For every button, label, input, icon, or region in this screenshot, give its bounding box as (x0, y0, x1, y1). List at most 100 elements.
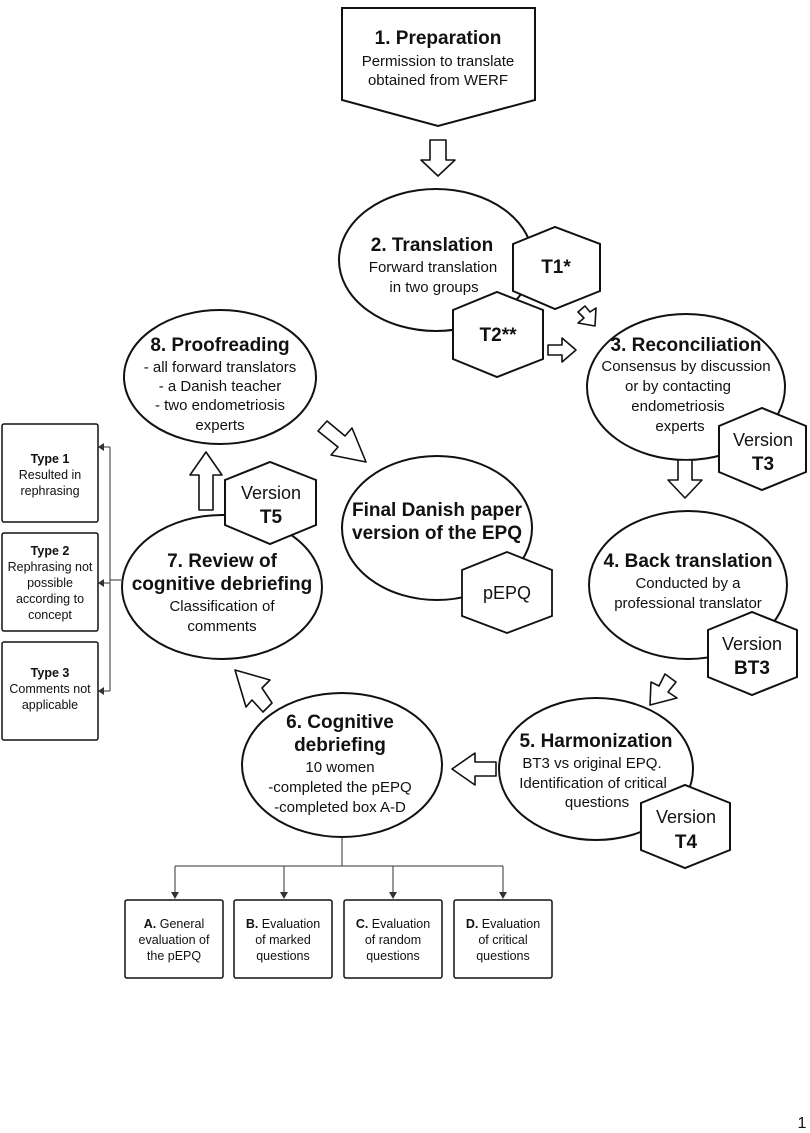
type-1-line-1: Resulted in (19, 468, 82, 482)
reconciliation-line-3: endometriosis (631, 398, 724, 415)
type-1-label: Type 1 (31, 452, 70, 466)
cognitive-title-line-2: debriefing (294, 735, 386, 756)
boxes-connector (171, 837, 507, 899)
step-translation: 2. Translation Forward translation in tw… (338, 188, 534, 332)
hex-t2: T2** (452, 290, 544, 379)
box-c-line-2: of random (365, 933, 421, 947)
hex-bt3-bottom: BT3 (734, 658, 770, 679)
box-c-letter: C. (356, 917, 369, 931)
box-c: C. Evaluation of random questions (343, 899, 443, 979)
flow-arrow-5-to-6 (451, 752, 497, 786)
back-translation-title: 4. Back translation (604, 551, 773, 572)
harmonization-line-1: BT3 vs original EPQ. (522, 755, 661, 772)
flow-arrow-1-to-2 (420, 139, 456, 177)
final-title-line-2: version of the EPQ (352, 523, 522, 544)
type-2-line-1: Rephrasing not (8, 560, 93, 574)
svg-text:A. General: A. General (144, 917, 204, 931)
type-3-box: Type 3 Comments not applicable (1, 641, 99, 741)
cognitive-line-3: -completed box A-D (274, 799, 406, 816)
preparation-title: 1. Preparation (375, 28, 502, 49)
step-proofreading: 8. Proofreading - all forward translator… (123, 309, 317, 445)
hex-pepq-label: pEPQ (483, 583, 531, 603)
type-3-label: Type 3 (31, 666, 70, 680)
review-title-line-2: cognitive debriefing (132, 574, 313, 595)
reconciliation-line-1: Consensus by discussion (601, 358, 770, 375)
hex-pepq: pEPQ (461, 551, 553, 634)
flow-arrow-6-to-7 (234, 669, 273, 713)
hex-t5-bottom: T5 (260, 507, 283, 528)
box-a-line-2: evaluation of (139, 933, 210, 947)
translation-line-2: in two groups (389, 279, 478, 296)
type-1-line-2: rephrasing (20, 484, 79, 498)
hex-t2-label: T2** (480, 325, 518, 346)
cognitive-line-2: -completed the pEPQ (268, 779, 411, 796)
flow-arrow-t2-to-3 (547, 337, 577, 363)
svg-text:C. Evaluation: C. Evaluation (356, 917, 430, 931)
box-a-line-1: General (160, 917, 204, 931)
box-b: B. Evaluation of marked questions (233, 899, 333, 979)
proofreading-line-1: - all forward translators (144, 359, 297, 376)
type-2-line-2: possible (27, 576, 73, 590)
box-d-letter: D. (466, 917, 479, 931)
box-a-line-3: the pEPQ (147, 949, 201, 963)
flow-arrow-4-to-5 (649, 673, 678, 706)
box-d-line-2: of critical (478, 933, 527, 947)
preparation-line-2: obtained from WERF (368, 72, 508, 89)
type-2-label: Type 2 (31, 544, 70, 558)
harmonization-line-3: questions (565, 794, 629, 811)
hex-version-t3: Version T3 (718, 406, 807, 492)
review-line-2: comments (187, 618, 256, 635)
final-title-line-1: Final Danish paper (352, 500, 523, 521)
box-d-line-3: questions (476, 949, 530, 963)
hex-t4-bottom: T4 (675, 832, 698, 853)
translation-title: 2. Translation (371, 235, 493, 256)
review-line-1: Classification of (169, 598, 275, 615)
proofreading-line-4: experts (195, 417, 244, 434)
reconciliation-line-4: experts (655, 418, 704, 435)
svg-text:D. Evaluation: D. Evaluation (466, 917, 540, 931)
back-translation-line-1: Conducted by a (635, 575, 741, 592)
back-translation-line-2: professional translator (614, 595, 762, 612)
box-b-line-2: of marked (255, 933, 311, 947)
box-a: A. General evaluation of the pEPQ (124, 899, 224, 979)
harmonization-line-2: Identification of critical (519, 775, 667, 792)
translation-line-1: Forward translation (369, 259, 497, 276)
proofreading-line-2: - a Danish teacher (159, 378, 282, 395)
box-b-line-1: Evaluation (262, 917, 320, 931)
flow-arrow-t1-to-3 (577, 305, 597, 327)
box-c-line-1: Evaluation (372, 917, 430, 931)
proofreading-line-3: - two endometriosis (155, 397, 285, 414)
hex-t1: T1* (512, 225, 601, 311)
proofreading-title: 8. Proofreading (150, 335, 289, 356)
reconciliation-line-2: or by contacting (625, 378, 731, 395)
hex-t5-top: Version (241, 483, 301, 503)
type-1-box: Type 1 Resulted in rephrasing (1, 423, 99, 523)
cognitive-line-1: 10 women (305, 759, 374, 776)
type-3-line-2: applicable (22, 698, 78, 712)
box-c-line-3: questions (366, 949, 420, 963)
types-connector (98, 443, 121, 695)
type-2-box: Type 2 Rephrasing not possible according… (1, 532, 99, 632)
harmonization-title: 5. Harmonization (519, 731, 672, 752)
box-d: D. Evaluation of critical questions (453, 899, 553, 979)
type-3-line-1: Comments not (9, 682, 91, 696)
step-preparation: 1. Preparation Permission to translate o… (341, 7, 536, 128)
box-b-letter: B. (246, 917, 259, 931)
flow-arrow-7-to-8 (189, 451, 223, 511)
box-d-line-1: Evaluation (482, 917, 540, 931)
hex-version-t4: Version T4 (640, 783, 731, 870)
box-a-letter: A. (144, 917, 157, 931)
box-b-line-3: questions (256, 949, 310, 963)
hex-version-t5: Version T5 (224, 460, 317, 546)
svg-text:B. Evaluation: B. Evaluation (246, 917, 320, 931)
hex-t3-top: Version (733, 430, 793, 450)
flow-arrow-8-to-final (317, 420, 367, 463)
hex-bt3-top: Version (722, 634, 782, 654)
step-review: 7. Review of cognitive debriefing Classi… (121, 514, 323, 660)
flow-arrow-3-to-4 (667, 459, 703, 499)
hex-t1-label: T1* (541, 257, 571, 278)
hex-t4-top: Version (656, 807, 716, 827)
hex-version-bt3: Version BT3 (707, 610, 798, 697)
